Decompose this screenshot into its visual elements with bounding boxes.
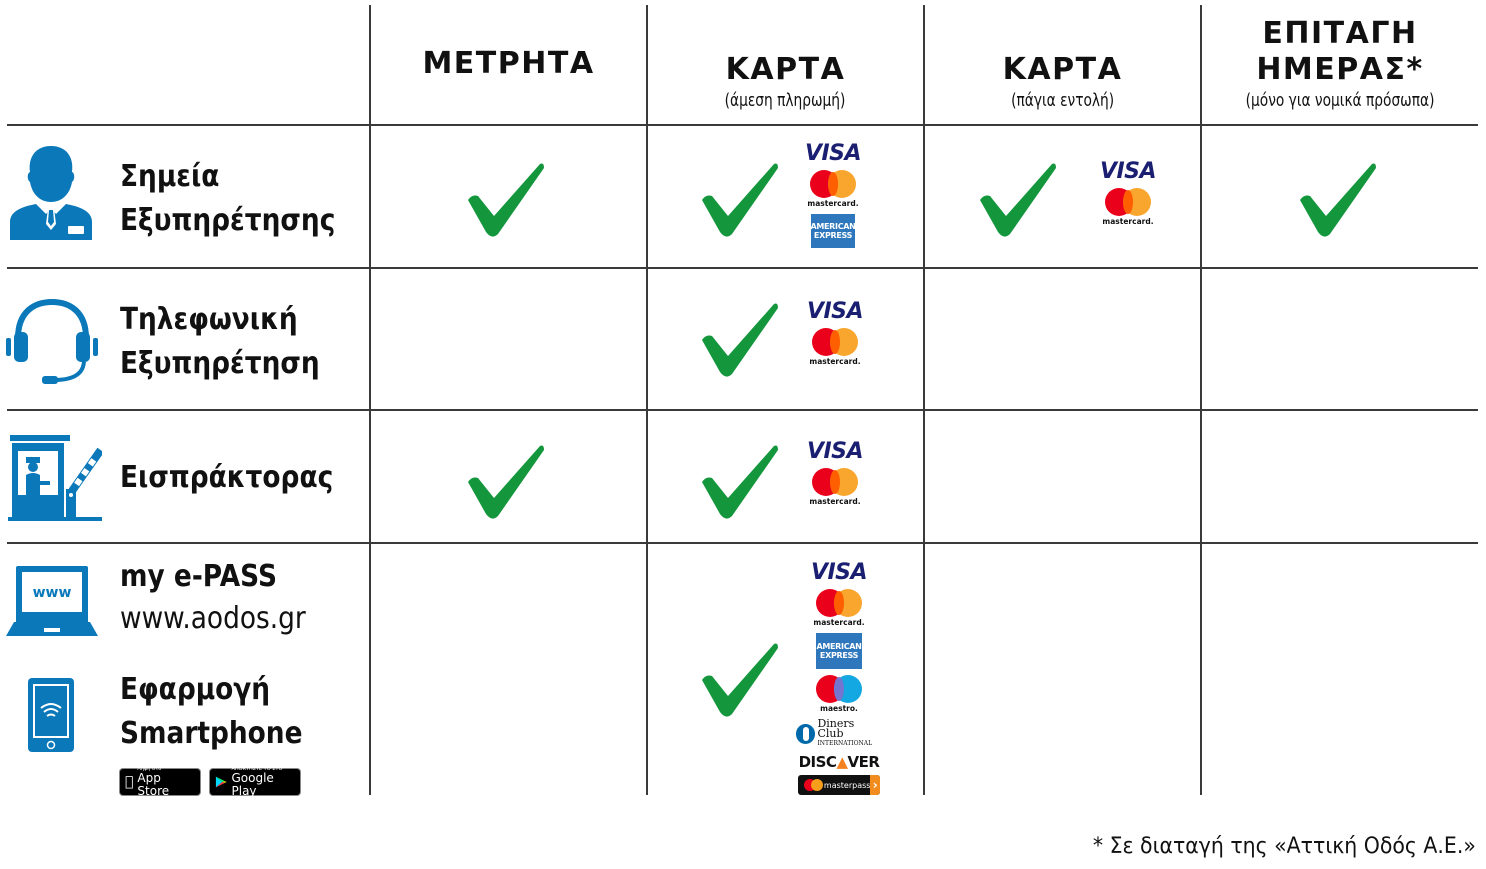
mastercard-label: mastercard. bbox=[809, 497, 861, 506]
amex-line1: AMERICAN bbox=[810, 222, 856, 231]
row-label-service-points: Σημεία Εξυπηρέτησης bbox=[120, 155, 365, 243]
amex-logo: AMERICAN EXPRESS bbox=[810, 214, 856, 248]
card-logos-row1-standing: VISA mastercard. bbox=[1098, 159, 1158, 227]
chevron-right-icon: › bbox=[870, 775, 880, 795]
mastercard-logo: mastercard. bbox=[807, 170, 859, 208]
mastercard-logo: mastercard. bbox=[813, 589, 865, 627]
checkmark-icon bbox=[466, 442, 546, 520]
row-label-toll-collector: Εισπράκτορας bbox=[120, 456, 362, 500]
column-title-line1: ΕΠΙΤΑΓΗ bbox=[1262, 16, 1418, 51]
row-label-my-epass: my e-PASS www.aodos.gr bbox=[120, 555, 331, 639]
diners-line2: INTERNATIONAL bbox=[817, 740, 873, 747]
smartphone-icon bbox=[26, 676, 76, 754]
masterpass-label: masterpass bbox=[823, 780, 871, 790]
column-title: ΜΕΤΡΗΤΑ bbox=[422, 46, 595, 81]
column-subtitle: (άμεση πληρωμή) bbox=[725, 90, 846, 111]
google-play-badge[interactable]: ΑΠΟΚΤΗΣΤΕ ΤΟ ΣΤΟ Google Play bbox=[209, 766, 301, 798]
grid-vline-3 bbox=[923, 5, 925, 795]
column-title: ΚΑΡΤΑ bbox=[1002, 52, 1123, 87]
grid-hline-row3 bbox=[7, 542, 1478, 544]
discover-logo: DISC▲VER bbox=[798, 753, 880, 771]
row-label-line3: Εφαρμογή bbox=[120, 672, 271, 707]
mastercard-logo: mastercard. bbox=[809, 328, 861, 366]
column-header-card-standing: ΚΑΡΤΑ (πάγια εντολή) bbox=[925, 0, 1200, 124]
grid-vline-1 bbox=[369, 5, 371, 795]
row-label-line1: Εισπράκτορας bbox=[120, 460, 334, 495]
row-label-phone-service: Τηλεφωνική Εξυπηρέτηση bbox=[120, 298, 347, 386]
card-logos-row2-direct: VISA mastercard. bbox=[805, 299, 865, 367]
amex-line1: AMERICAN bbox=[816, 642, 862, 651]
row-label-line1: my e-PASS bbox=[120, 559, 277, 594]
checkmark-icon bbox=[700, 160, 780, 238]
mastercard-label: mastercard. bbox=[1102, 217, 1154, 226]
checkmark-icon bbox=[1298, 160, 1378, 238]
mastercard-label: mastercard. bbox=[809, 357, 861, 366]
visa-logo: VISA bbox=[806, 439, 864, 464]
mastercard-label: mastercard. bbox=[813, 618, 865, 627]
grid-vline-2 bbox=[646, 5, 648, 795]
maestro-logo: maestro. bbox=[816, 675, 862, 713]
diners-line1: Diners Club bbox=[817, 717, 855, 740]
app-store-badge[interactable]:  Λήψη στο App Store bbox=[119, 766, 201, 798]
customer-service-agent-icon bbox=[8, 144, 94, 242]
checkmark-icon bbox=[700, 442, 780, 520]
card-logos-row1-direct: VISA mastercard. AMERICAN EXPRESS bbox=[804, 141, 862, 248]
grid-hline-row2 bbox=[7, 409, 1478, 411]
visa-logo: VISA bbox=[804, 141, 862, 166]
card-logos-row3-direct: VISA mastercard. bbox=[805, 439, 865, 507]
column-header-cash: ΜΕΤΡΗΤΑ bbox=[371, 0, 646, 124]
column-title-line2: ΗΜΕΡΑΣ* bbox=[1256, 52, 1424, 87]
row-label-line1: Σημεία bbox=[120, 159, 220, 194]
discover-part2: VER bbox=[847, 753, 880, 771]
card-logos-row4-direct: VISA mastercard. AMERICAN EXPRESS maestr… bbox=[796, 561, 882, 795]
footnote: * Σε διαταγή της «Αττική Οδός Α.Ε.» bbox=[1092, 834, 1476, 859]
column-header-day-check: ΕΠΙΤΑΓΗ ΗΜΕΡΑΣ* (μόνο για νομικά πρόσωπα… bbox=[1202, 0, 1478, 124]
discover-part1: DISC bbox=[798, 753, 837, 771]
maestro-label: maestro. bbox=[820, 704, 858, 713]
checkmark-icon bbox=[700, 300, 780, 378]
grid-hline-row1 bbox=[7, 267, 1478, 269]
checkmark-icon bbox=[466, 160, 546, 238]
app-store-big-text: App Store bbox=[129, 772, 188, 798]
mastercard-label: mastercard. bbox=[807, 199, 859, 208]
column-title: ΚΑΡΤΑ bbox=[725, 52, 846, 87]
app-store-small-text: Λήψη στο bbox=[137, 766, 195, 772]
column-subtitle: (μόνο για νομικά πρόσωπα) bbox=[1245, 90, 1435, 111]
checkmark-icon bbox=[978, 160, 1058, 238]
row-label-line2: Εξυπηρέτησης bbox=[120, 203, 336, 238]
headset-icon bbox=[4, 298, 100, 388]
column-subtitle: (πάγια εντολή) bbox=[1010, 90, 1115, 111]
amex-logo: AMERICAN EXPRESS bbox=[816, 633, 862, 669]
row-label-smartphone-app: Εφαρμογή Smartphone bbox=[120, 668, 327, 756]
visa-logo: VISA bbox=[806, 299, 864, 324]
column-header-card-direct: ΚΑΡΤΑ (άμεση πληρωμή) bbox=[648, 0, 923, 124]
masterpass-logo: masterpass › bbox=[798, 775, 880, 795]
row-label-line1: Τηλεφωνική bbox=[120, 302, 298, 337]
google-play-small-text: ΑΠΟΚΤΗΣΤΕ ΤΟ ΣΤΟ bbox=[231, 766, 283, 772]
apple-icon:  bbox=[125, 774, 133, 790]
www-text: www bbox=[33, 585, 72, 601]
diners-club-logo: Diners Club INTERNATIONAL bbox=[796, 717, 882, 749]
toll-booth-icon bbox=[6, 433, 104, 523]
grid-hline-header bbox=[7, 124, 1478, 126]
row-label-line4: Smartphone bbox=[120, 716, 303, 751]
visa-logo: VISA bbox=[1099, 159, 1157, 184]
amex-line2: EXPRESS bbox=[813, 231, 853, 240]
laptop-www-icon: www bbox=[6, 562, 98, 638]
visa-logo: VISA bbox=[810, 560, 868, 585]
google-play-icon bbox=[215, 776, 227, 788]
google-play-big-text: Google Play bbox=[231, 771, 274, 798]
website-link[interactable]: www.aodos.gr bbox=[120, 601, 306, 636]
checkmark-icon bbox=[700, 640, 780, 718]
mastercard-logo: mastercard. bbox=[1102, 188, 1154, 226]
mastercard-logo: mastercard. bbox=[809, 468, 861, 506]
row-label-line2: Εξυπηρέτηση bbox=[120, 346, 320, 381]
grid-vline-4 bbox=[1200, 5, 1202, 795]
amex-line2: EXPRESS bbox=[819, 651, 859, 660]
